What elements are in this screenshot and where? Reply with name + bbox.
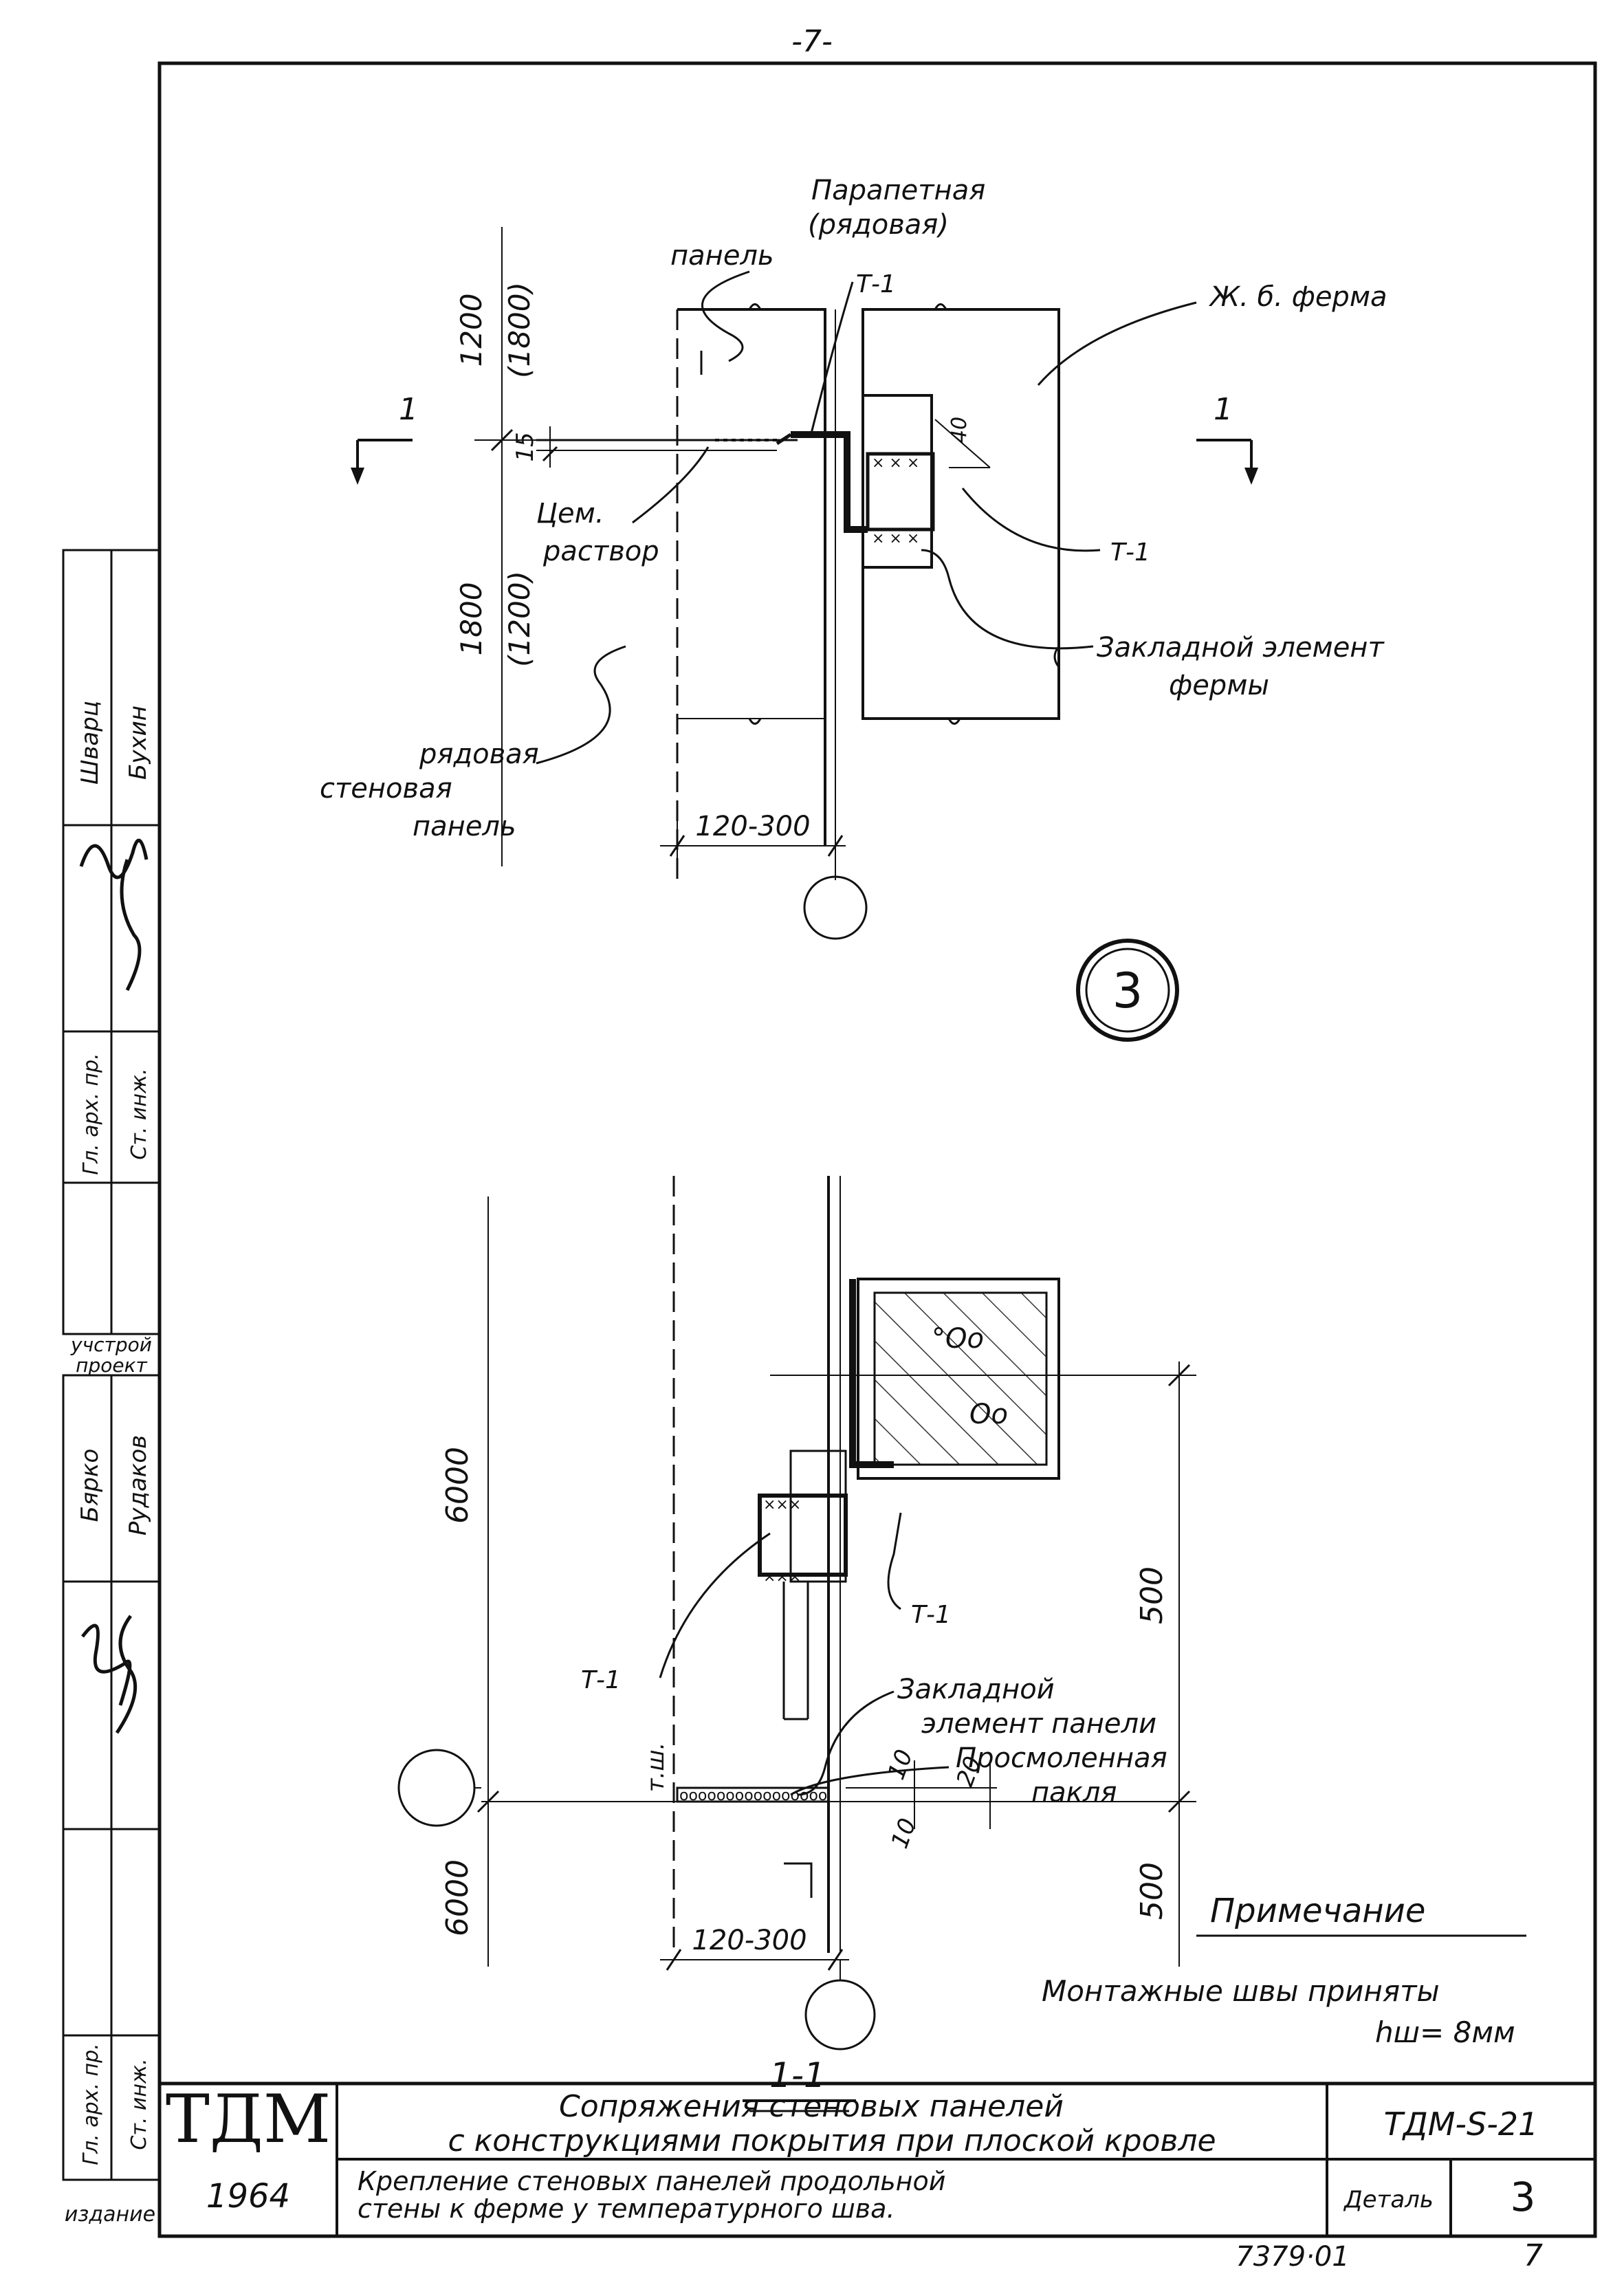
title-block-year: 1964 <box>206 2177 290 2216</box>
top-detail: × × × × × × 1200 (1800) 15 1800 (1200) 4… <box>320 175 1387 940</box>
mortar-label-1: Цем. <box>536 498 604 529</box>
stamp-org-2: проект <box>76 1354 147 1377</box>
dim-1800: 1800 <box>454 582 488 656</box>
side-stamp: Шварц Бухин Гл. арх. пр. Ст. инж. учстро… <box>62 549 161 2227</box>
subtitle-line-2: стены к ферме у температурного шва. <box>358 2194 895 2224</box>
stamp-name-2: Бухин <box>124 706 152 780</box>
tow-label-2: пакля <box>1031 1777 1117 1808</box>
section-mark-left: 1 <box>399 392 418 427</box>
svg-text:× × ×: × × × <box>872 455 919 472</box>
truss-label: Ж. б. ферма <box>1208 281 1387 313</box>
parapet-label-1: Парапетная <box>811 175 985 206</box>
svg-text:×××: ××× <box>763 1568 801 1586</box>
title-block-logo: ТДМ <box>166 2081 331 2158</box>
section-title: 1-1 <box>769 2055 826 2095</box>
weld-top-label: Т-1 <box>856 270 896 298</box>
dim-15: 15 <box>512 432 539 461</box>
weld-right-label-bottom: Т-1 <box>911 1601 951 1629</box>
dim-10a: 10 <box>882 1746 918 1783</box>
svg-text:×××: ××× <box>763 1496 801 1513</box>
bottom-detail: °Oo Oo ××× ××× oooooooooooooooo 6000 600… <box>397 1176 1196 2112</box>
stamp-org-1: учстрой <box>70 1333 152 1356</box>
detail-number: 3 <box>1511 2174 1536 2220</box>
dim-6000-top: 6000 <box>440 1447 475 1524</box>
dim-500-top: 500 <box>1134 1566 1170 1624</box>
dim-500-bottom: 500 <box>1134 1862 1170 1920</box>
weld-right-label: Т-1 <box>1110 538 1150 567</box>
stamp-name-1: Шварц <box>76 701 104 785</box>
dim-1200: 1200 <box>454 294 488 367</box>
svg-text:Oo: Oo <box>969 1399 1008 1430</box>
row-panel-label-1: рядовая <box>419 739 539 770</box>
dim-6000-bottom: 6000 <box>440 1859 475 1936</box>
stamp-role-1: Гл. арх. пр. <box>79 1053 103 1174</box>
signature-2 <box>120 859 142 992</box>
signature-4 <box>115 1615 138 1734</box>
stamp-role-3: Гл. арх. пр. <box>79 2043 103 2165</box>
dim-1800-paren: (1800) <box>503 282 536 378</box>
section-mark-right: 1 <box>1214 392 1233 427</box>
dim-40: 40 <box>947 417 972 443</box>
embed-panel-label-1: Закладной <box>897 1674 1055 1705</box>
title-block-code: ТДМ-S-21 <box>1384 2106 1539 2143</box>
axis-bubble-bottom <box>804 1979 876 2051</box>
title-line-2: с конструкциями покрытия при плоской кро… <box>448 2123 1216 2158</box>
row-panel-label-3: панель <box>413 811 516 842</box>
svg-text:× × ×: × × × <box>872 530 919 547</box>
tow-label-1: Просмоленная <box>956 1742 1167 1774</box>
title-line-1: Сопряжения стеновых панелей <box>559 2089 1064 2124</box>
stamp-edition: издание <box>65 2202 155 2227</box>
signature-3 <box>81 1623 132 1706</box>
sheet-code: 7379·01 <box>1236 2241 1349 2273</box>
row-panel-label-2: стеновая <box>320 773 452 805</box>
dim-10b: 10 <box>886 1815 921 1852</box>
title-block: ТДМ 1964 Сопряжения стеновых панелей с к… <box>160 2081 1595 2236</box>
embed-truss-label-1: Закладной элемент <box>1097 632 1385 664</box>
parapet-label-2: (рядовая) <box>808 209 949 241</box>
axis-bubble-top <box>803 875 868 940</box>
detail-label: Деталь <box>1343 2186 1434 2213</box>
note-line-2: hш= 8мм <box>1375 2015 1515 2049</box>
detail-marker-inner <box>1085 948 1170 1033</box>
embed-truss-label-2: фермы <box>1169 670 1269 701</box>
page-number: -7- <box>791 24 833 59</box>
top-dim-width: 120-300 <box>695 811 810 842</box>
sheet-number: 7 <box>1524 2238 1543 2273</box>
svg-text:°Oo: °Oo <box>932 1323 984 1355</box>
stamp-name-3: Бярко <box>76 1449 104 1522</box>
weld-left-label-bottom: Т-1 <box>581 1666 621 1694</box>
mortar-label-2: раствор <box>542 536 659 567</box>
stamp-role-2: Ст. инж. <box>127 1068 151 1159</box>
axis-bubble-left <box>397 1749 476 1827</box>
joint-label: т.ш. <box>642 1742 670 1793</box>
dim-1200-paren: (1200) <box>503 571 536 667</box>
detail-marker-number: 3 <box>1112 963 1143 1019</box>
embed-panel-label-2: элемент панели <box>921 1708 1156 1740</box>
note-title: Примечание <box>1210 1892 1425 1930</box>
parapet-label-3: панель <box>670 240 774 272</box>
stamp-role-4: Ст. инж. <box>127 2058 151 2150</box>
note-line-1: Монтажные швы приняты <box>1042 1974 1440 2008</box>
detail-marker-outer <box>1076 939 1179 1042</box>
stamp-name-4: Рудаков <box>124 1435 152 1535</box>
signature-1 <box>79 838 149 879</box>
bottom-dim-width: 120-300 <box>692 1925 806 1956</box>
subtitle-line-1: Крепление стеновых панелей продольной <box>358 2166 945 2196</box>
